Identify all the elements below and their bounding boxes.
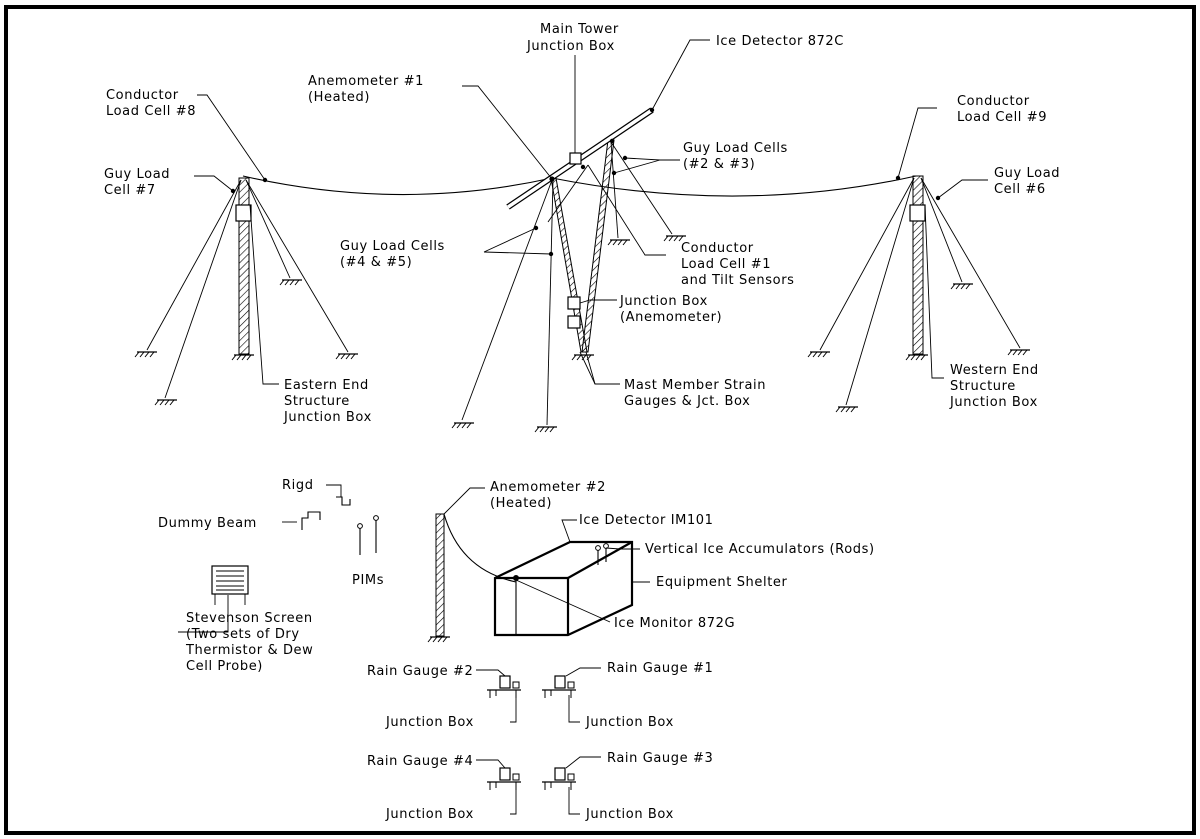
label-rain-gauge-1: Rain Gauge #1 [607, 661, 713, 676]
label-conductor-load-cell-1-line3: and Tilt Sensors [681, 273, 795, 288]
label-main-tower-jb-2: Junction Box [526, 39, 615, 54]
label-rain-gauge-4: Rain Gauge #4 [367, 754, 473, 769]
leader-lines-top [194, 39, 988, 385]
rain-gauge-leaders [476, 667, 601, 815]
label-western-end-line1: Western End [950, 363, 1039, 378]
label-eastern-end-line3: Junction Box [283, 410, 372, 425]
label-junction-box-anemometer-line1: Junction Box [619, 294, 708, 309]
label-equipment-shelter: Equipment Shelter [656, 575, 787, 590]
rain-gauge-3-symbol [541, 767, 577, 791]
conductor-span-east [242, 175, 553, 196]
label-guy-load-cells-2-3-line2: (#2 & #3) [683, 157, 755, 172]
eastern-end-structure [134, 177, 359, 406]
label-anemometer-1-line1: Anemometer #1 [308, 74, 424, 89]
label-western-end-line2: Structure [950, 379, 1016, 394]
label-western-end-line3: Junction Box [949, 395, 1038, 410]
rain-gauge-1-symbol [541, 675, 577, 699]
equipment-shelter [493, 519, 650, 637]
label-guy-load-cells-2-3-line1: Guy Load Cells [683, 141, 788, 156]
label-anemometer-1-line2: (Heated) [308, 90, 370, 105]
label-junction-box-3: Junction Box [385, 807, 474, 822]
label-junction-box-1: Junction Box [385, 715, 474, 730]
rigd-and-dummy-beam [282, 484, 379, 555]
label-conductor-load-cell-9-line2: Load Cell #9 [957, 110, 1047, 125]
anemometer-2-mast [427, 487, 517, 643]
label-mast-member-line1: Mast Member Strain [624, 378, 766, 393]
label-rain-gauge-2: Rain Gauge #2 [367, 664, 473, 679]
page-border [4, 5, 1196, 835]
label-guy-load-cells-4-5-line1: Guy Load Cells [340, 239, 445, 254]
western-end-structure [807, 175, 1031, 413]
label-dummy-beam: Dummy Beam [158, 516, 257, 531]
label-stevenson-line1: Stevenson Screen [186, 611, 313, 626]
label-eastern-end-line1: Eastern End [284, 378, 369, 393]
label-main-tower-jb-1: Main Tower [540, 22, 619, 37]
label-ice-monitor-872g: Ice Monitor 872G [614, 616, 735, 631]
label-junction-box-4: Junction Box [585, 807, 674, 822]
label-rain-gauge-3: Rain Gauge #3 [607, 751, 713, 766]
label-guy-load-cell-6-line2: Cell #6 [994, 182, 1046, 197]
label-rigd: Rigd [282, 478, 314, 493]
label-guy-load-cells-4-5-line2: (#4 & #5) [340, 255, 412, 270]
label-ice-detector-im101: Ice Detector IM101 [579, 513, 714, 528]
label-conductor-load-cell-8-line1: Conductor [106, 88, 179, 103]
label-conductor-load-cell-9-line1: Conductor [957, 94, 1030, 109]
label-guy-load-cell-7-line2: Cell #7 [104, 183, 156, 198]
label-anemometer-2-line1: Anemometer #2 [490, 480, 606, 495]
label-ice-detector-872c: Ice Detector 872C [716, 34, 844, 49]
label-stevenson-line3: Thermistor & Dew [185, 643, 313, 658]
label-anemometer-2-line2: (Heated) [490, 496, 552, 511]
label-conductor-load-cell-1-line1: Conductor [681, 241, 754, 256]
label-vertical-ice-accumulators: Vertical Ice Accumulators (Rods) [645, 542, 875, 557]
stevenson-screen [178, 565, 249, 633]
main-tower [451, 107, 687, 433]
label-stevenson-line4: Cell Probe) [186, 659, 263, 674]
label-junction-box-2: Junction Box [585, 715, 674, 730]
label-eastern-end-line2: Structure [284, 394, 350, 409]
label-mast-member-line2: Gauges & Jct. Box [624, 394, 750, 409]
label-conductor-load-cell-8-line2: Load Cell #8 [106, 104, 196, 119]
label-junction-box-anemometer-line2: (Anemometer) [620, 310, 722, 325]
label-pims: PIMs [352, 573, 384, 588]
label-guy-load-cell-7-line1: Guy Load [104, 167, 170, 182]
label-stevenson-line2: (Two sets of Dry [186, 627, 300, 642]
label-guy-load-cell-6-line1: Guy Load [994, 166, 1060, 181]
label-conductor-load-cell-1-line2: Load Cell #1 [681, 257, 771, 272]
